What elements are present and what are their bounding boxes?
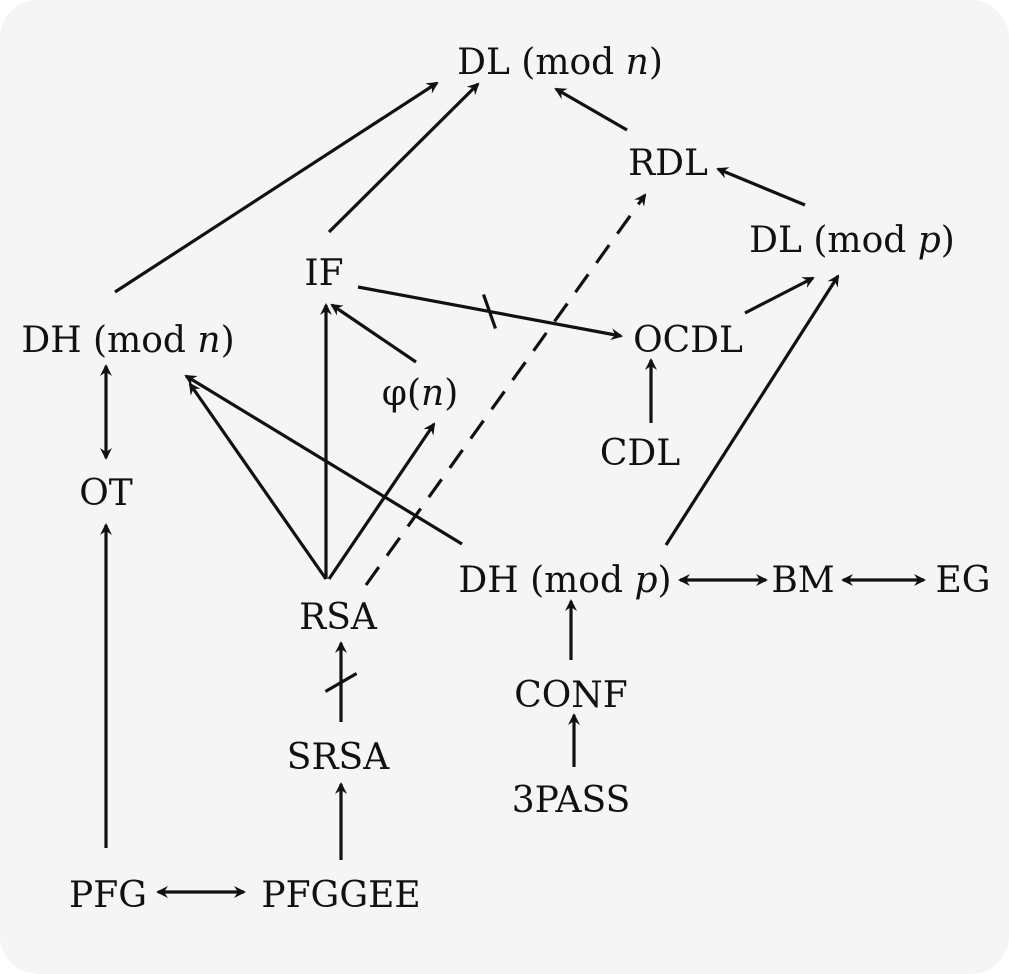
node-dl-mod-p: DL (mod p) [749, 220, 955, 261]
edge-phi-n-to-if [330, 303, 417, 364]
edge-dh-mod-p-to-dl-mod-p [664, 274, 840, 546]
edge-rdl-to-dl-mod-n [554, 87, 628, 132]
edges-layer [100, 81, 926, 898]
node-dh-mod-p: DH (mod p) [458, 560, 671, 601]
edge-rsa-to-phi-n [327, 422, 436, 580]
node-pfggee: PFGGEE [261, 875, 420, 916]
edge-ocdl-to-dl-mod-p [744, 276, 815, 315]
node-eg: EG [935, 560, 990, 601]
edge-dh-mod-n-to-dl-mod-n [114, 81, 439, 294]
negation-tick-srsa-to-rsa [324, 672, 358, 693]
node-ot: OT [79, 473, 133, 514]
node-dl-mod-n: DL (mod n) [457, 42, 663, 83]
negation-tick-if-to-ocdl [481, 293, 498, 330]
edge-rsa-to-rdl [364, 193, 647, 586]
edge-dl-mod-p-to-rdl [716, 167, 806, 207]
node-ocdl: OCDL [633, 320, 743, 361]
edge-if-to-dl-mod-n [327, 82, 480, 234]
node-cdl: CDL [600, 433, 680, 474]
node-srsa: SRSA [287, 737, 390, 778]
node-dh-mod-n: DH (mod n) [21, 320, 234, 361]
nodes-layer: DL (mod n) RDL DL (mod p) IF DH (mod n) OCDL φ… [21, 42, 990, 916]
node-phi-n: φ(n) [382, 373, 459, 414]
node-rsa: RSA [299, 597, 378, 638]
node-rdl: RDL [628, 143, 708, 184]
edge-rsa-to-dh-mod-n [188, 382, 328, 580]
node-pfg: PFG [69, 875, 147, 916]
node-if: IF [304, 253, 343, 294]
node-three-pass: 3PASS [512, 780, 631, 821]
node-conf: CONF [514, 675, 628, 716]
node-bm: BM [771, 560, 834, 601]
